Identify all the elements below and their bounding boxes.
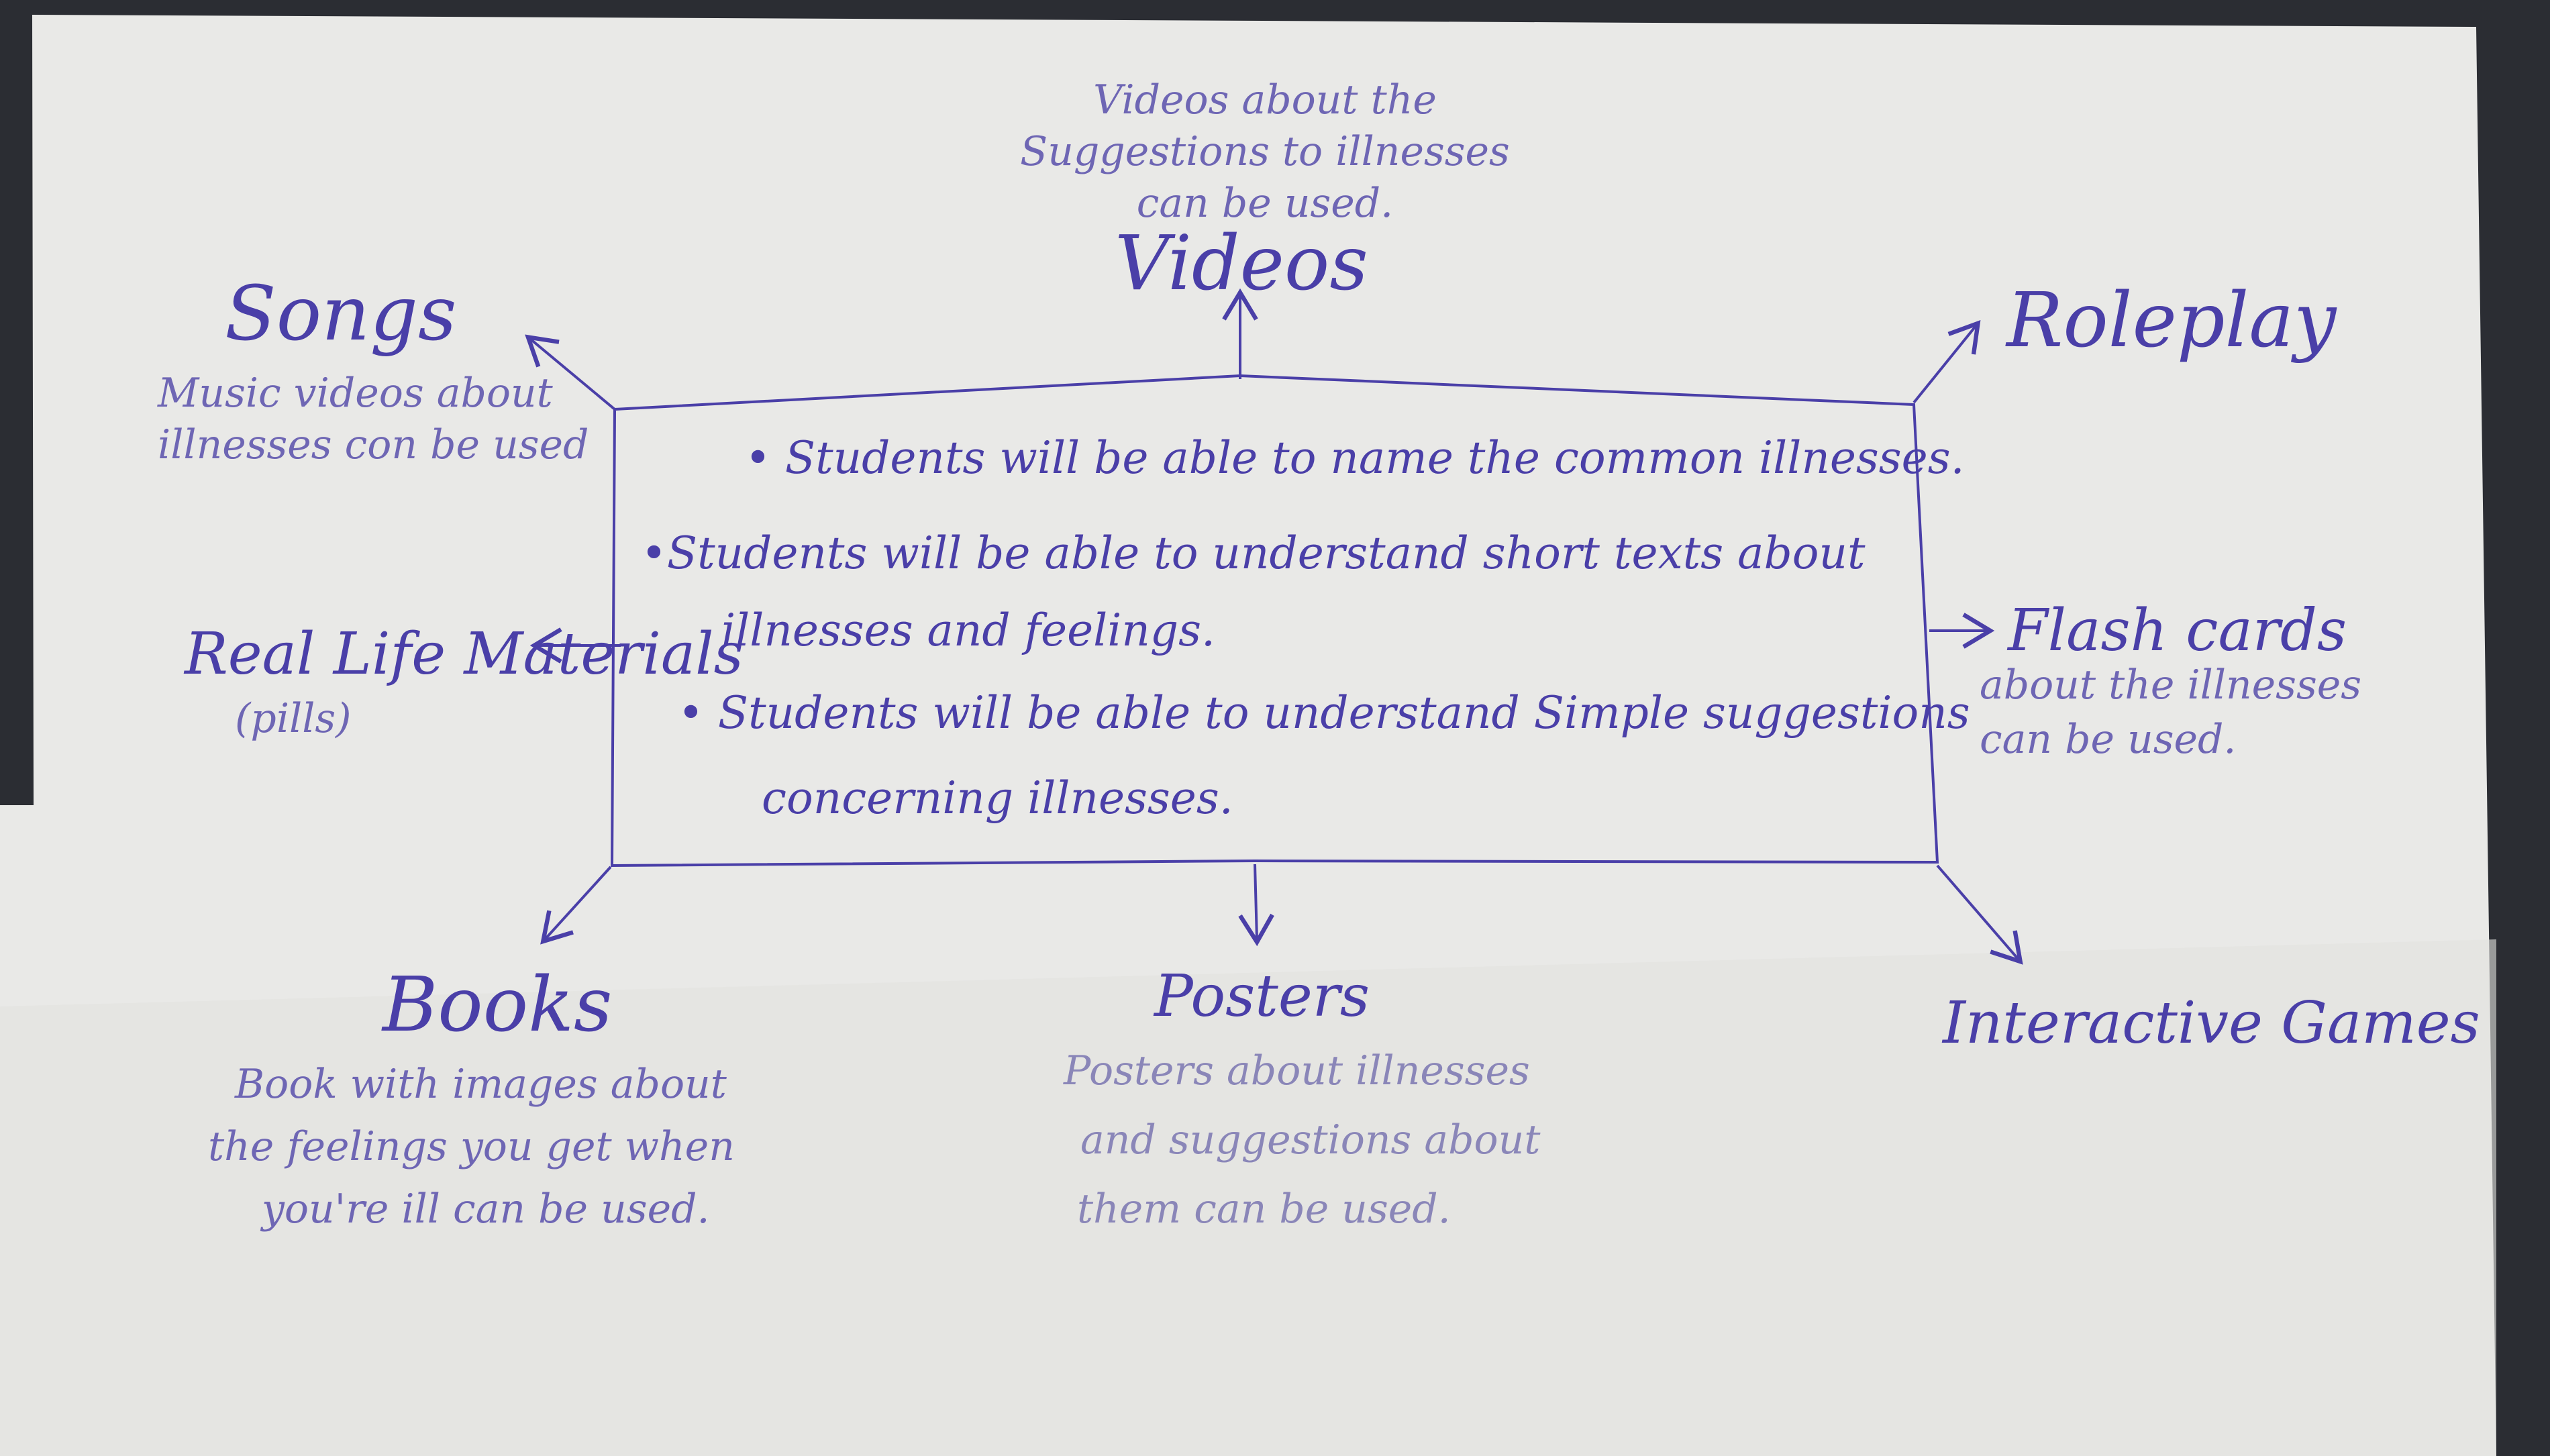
flash-cards-description-line-1: about the illnesses bbox=[1980, 662, 2362, 709]
flash-cards-description-line-2: can be used. bbox=[1980, 716, 2237, 763]
objective-2-line-2: illnesses and feelings. bbox=[721, 605, 1215, 656]
connector-posters bbox=[1238, 864, 1274, 947]
posters-description-line-3: them can be used. bbox=[1077, 1186, 1451, 1233]
videos-description-line-3: can be used. bbox=[1136, 180, 1394, 227]
objective-1: • Students will be able to name the comm… bbox=[745, 432, 1965, 484]
posters-title: Posters bbox=[1154, 963, 1370, 1030]
objective-3-line-1: • Students will be able to understand Si… bbox=[678, 687, 1970, 739]
books-title: Books bbox=[382, 961, 613, 1049]
books-description-line-1: Book with images about bbox=[235, 1061, 727, 1108]
connector-games bbox=[1936, 864, 2023, 965]
books-description-line-2: the feelings you get when bbox=[208, 1123, 735, 1170]
paper-shade bbox=[0, 939, 2496, 1456]
books-description: Book with images about the feelings you … bbox=[208, 1063, 735, 1231]
objective-3-line-2: concerning illnesses. bbox=[762, 772, 1233, 824]
songs-description-line-1: Music videos about bbox=[158, 370, 553, 417]
songs-description: Music videos about illnesses con be used bbox=[158, 372, 589, 466]
flash-cards-description: about the illnesses can be used. bbox=[1980, 664, 2361, 761]
posters-description: Posters about illnesses and suggestions … bbox=[1064, 1050, 1540, 1231]
songs-title: Songs bbox=[225, 270, 457, 358]
videos-description: Videos about the Suggestions to illnesse… bbox=[990, 79, 1540, 225]
videos-description-line-1: Videos about the bbox=[1093, 76, 1437, 123]
flash-cards-title: Flash cards bbox=[2008, 597, 2347, 664]
posters-description-line-2: and suggestions about bbox=[1080, 1116, 1541, 1163]
interactive-games-title: Interactive Games bbox=[1943, 990, 2480, 1057]
real-life-description: (pills) bbox=[235, 698, 352, 740]
videos-title: Videos bbox=[1115, 220, 1368, 307]
connector-songs bbox=[525, 334, 616, 411]
real-life-description-line-1: (pills) bbox=[235, 695, 352, 742]
posters-description-line-1: Posters about illnesses bbox=[1064, 1047, 1530, 1094]
videos-description-line-2: Suggestions to illnesses bbox=[1020, 128, 1510, 175]
real-life-title: Real Life Materials bbox=[185, 621, 744, 688]
songs-description-line-2: illnesses con be used bbox=[158, 421, 589, 468]
roleplay-title: Roleplay bbox=[2006, 277, 2337, 364]
connector-roleplay bbox=[1912, 320, 1981, 404]
connector-books bbox=[540, 866, 612, 945]
objective-2-line-1: •Students will be able to understand sho… bbox=[641, 527, 1866, 579]
books-description-line-3: you're ill can be used. bbox=[262, 1186, 710, 1233]
